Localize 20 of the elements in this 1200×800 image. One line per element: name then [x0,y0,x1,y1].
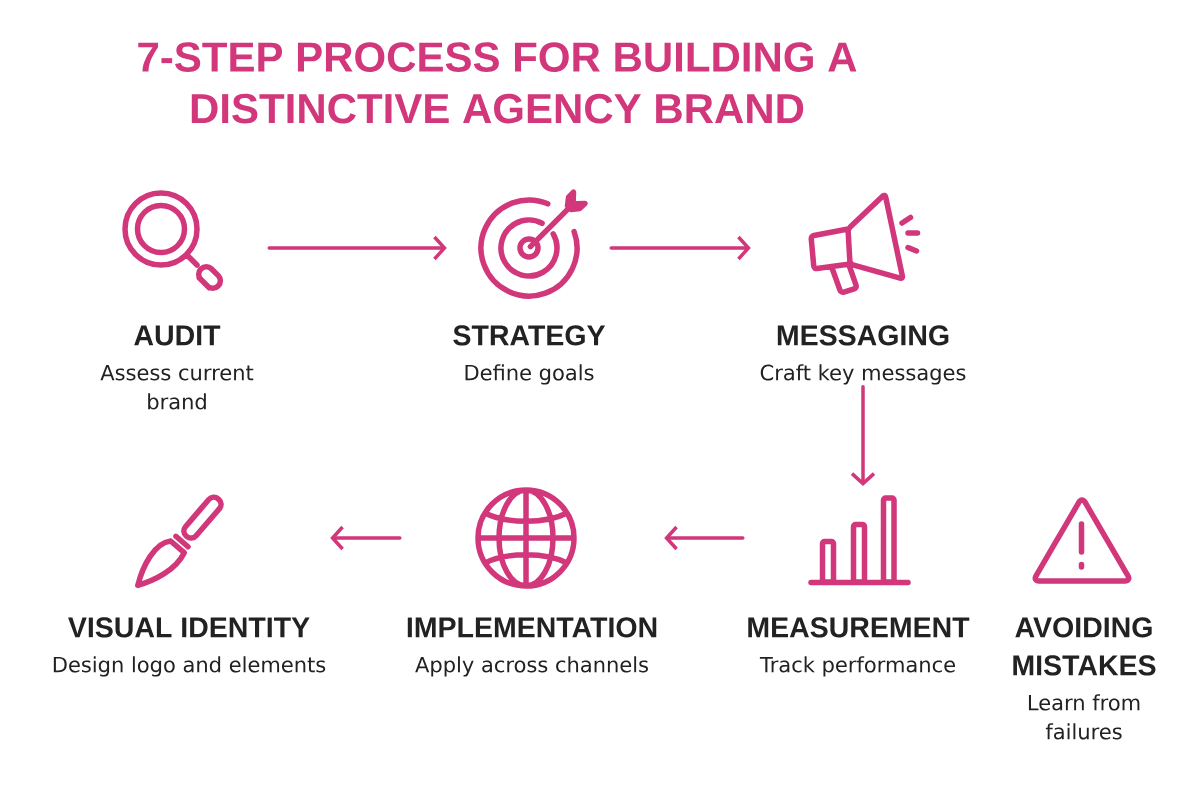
step-title: AVOIDING MISTAKES [1013,617,1156,676]
arrow [664,525,745,551]
step-title: STRATEGY [453,325,606,346]
step-description: Craft key messages [760,364,966,385]
step-description: Assess current brand [100,364,254,410]
step-description: Apply across channels [415,656,648,677]
step-title: AUDIT [134,325,221,346]
arrow [850,385,876,486]
step-title: VISUAL IDENTITY [68,617,310,638]
step-title: MESSAGING [777,325,949,346]
step-description: Track performance [759,656,955,677]
step-description: Design logo and elements [53,656,326,677]
arrow [267,235,447,261]
step-title: MEASUREMENT [748,617,970,638]
step-description: Learn from failures [1028,694,1140,740]
step-title: IMPLEMENTATION [407,617,657,638]
arrow [330,525,402,551]
arrow [609,235,751,261]
step-description: Define goals [465,364,594,385]
title: 7-STEP PROCESS FOR BUILDING A DISTINCTIVE AGENCY BRAND [138,42,857,124]
